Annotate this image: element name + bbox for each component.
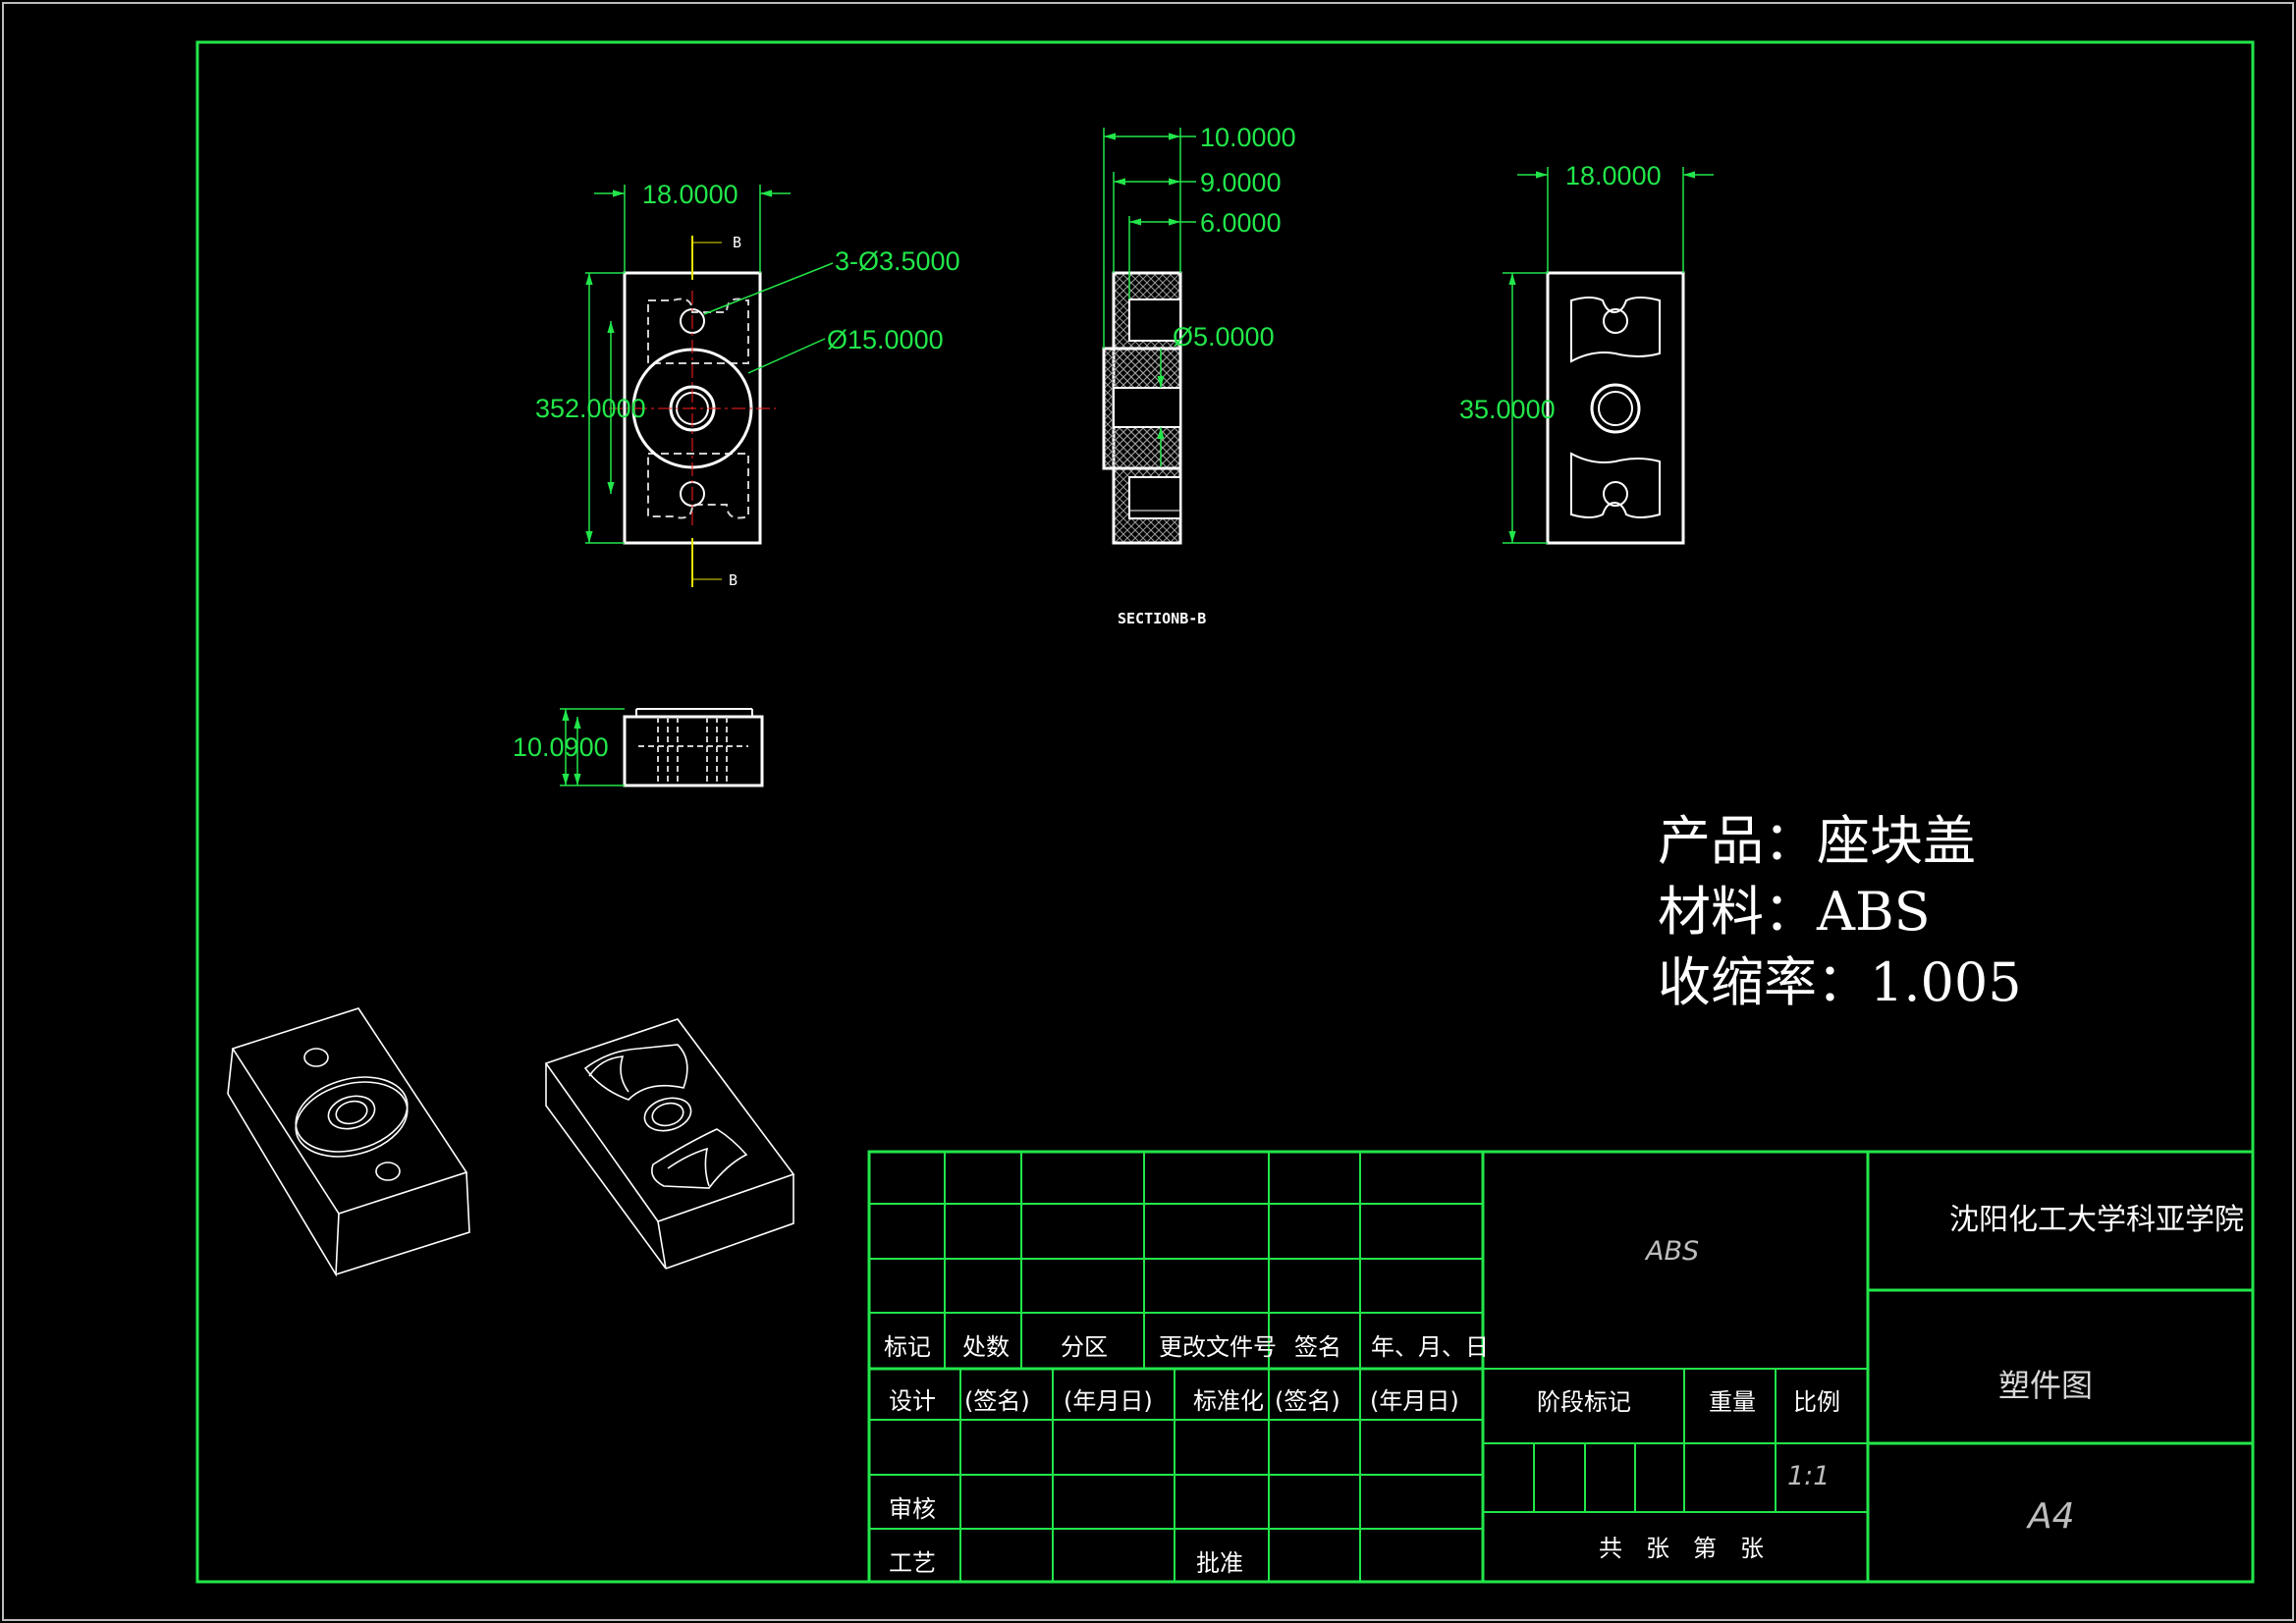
- front-dim-width: 18.0000: [642, 180, 738, 209]
- iso-view-bottom: [544, 1018, 795, 1270]
- front-hidden-pockets: [647, 298, 749, 519]
- section-dim-10: 10.0000: [1200, 123, 1296, 152]
- tb-weight: 重量: [1709, 1388, 1756, 1416]
- tb-sheet-size: A4: [2026, 1496, 2075, 1537]
- tb-header-mark: 标记: [884, 1333, 931, 1361]
- tb-sign2: (签名): [1275, 1387, 1340, 1415]
- section-dim-bore: Ø5.0000: [1173, 322, 1275, 352]
- back-dimensions: [1503, 167, 1714, 544]
- tb-standard: 标准化: [1193, 1387, 1264, 1415]
- back-dim-width: 18.0000: [1565, 161, 1662, 190]
- tb-drawing-name: 塑件图: [1998, 1367, 2093, 1404]
- tb-header-change: 更改文件号: [1159, 1333, 1277, 1361]
- side-dimensions: [560, 708, 625, 786]
- tb-design: 设计: [889, 1387, 936, 1415]
- tb-header-count: 处数: [962, 1333, 1010, 1361]
- front-dim-boss: Ø15.0000: [827, 325, 944, 354]
- back-view: [1546, 271, 1685, 545]
- tb-date1: (年月日): [1064, 1387, 1153, 1415]
- tb-approve: 批准: [1196, 1549, 1243, 1577]
- title-block-grid: [867, 1150, 2255, 1584]
- tb-scale: 1:1: [1787, 1461, 1830, 1491]
- tb-sign1: (签名): [964, 1387, 1030, 1415]
- tb-stage: 阶段标记: [1537, 1388, 1631, 1416]
- section-mark-bottom: B: [729, 571, 738, 589]
- front-dim-height-overlap: 352.0000: [535, 394, 646, 423]
- section-dimensions: [1103, 128, 1196, 466]
- note-shrink: 收缩率：1.005: [1658, 951, 2022, 1013]
- section-label: SECTIONB-B: [1118, 610, 1206, 627]
- tb-review: 审核: [889, 1495, 936, 1523]
- tb-date2: (年月日): [1370, 1387, 1459, 1415]
- tb-header-zone: 分区: [1061, 1333, 1108, 1361]
- tb-header-date: 年、月、日: [1371, 1333, 1489, 1361]
- tb-process: 工艺: [889, 1549, 936, 1577]
- section-dim-6: 6.0000: [1200, 208, 1282, 238]
- note-product: 产品：座块盖: [1658, 810, 1976, 872]
- back-dim-height: 35.0000: [1459, 395, 1556, 424]
- front-dim-holes: 3-Ø3.5000: [835, 246, 960, 276]
- tb-ratio: 比例: [1793, 1388, 1840, 1416]
- front-view: [609, 236, 776, 587]
- tb-material: ABS: [1644, 1236, 1699, 1267]
- side-view: [623, 708, 764, 787]
- side-dim-overlap: 10.0900: [513, 732, 609, 762]
- tb-header-sign: 签名: [1294, 1333, 1341, 1361]
- iso-view-top: [227, 1007, 470, 1277]
- section-dim-9: 9.0000: [1200, 168, 1282, 197]
- note-material: 材料：ABS: [1658, 881, 1931, 943]
- tb-school: 沈阳化工大学科亚学院: [1949, 1203, 2244, 1237]
- section-mark-top: B: [733, 234, 741, 251]
- front-dimensions: [585, 185, 834, 544]
- section-view: [1102, 271, 1182, 545]
- tb-sheets: 共 张 第 张: [1599, 1535, 1764, 1562]
